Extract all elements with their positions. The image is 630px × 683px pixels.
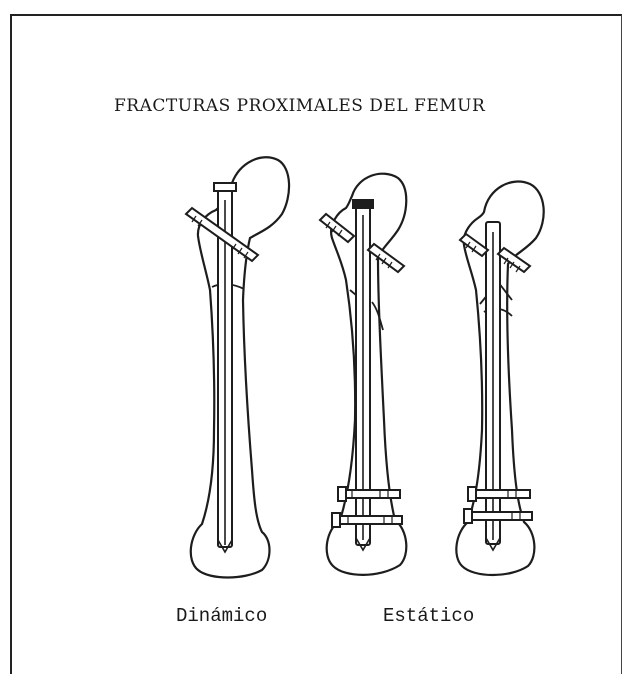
femur-dynamic (186, 157, 289, 577)
proximal-screw (320, 214, 354, 242)
distal-locking-screw (464, 509, 532, 523)
femur-static-2 (456, 182, 543, 575)
caption-dynamic: Dinámico (176, 605, 267, 627)
fracture-line (372, 302, 383, 330)
nail-cap (214, 183, 236, 191)
distal-locking-screw (468, 487, 530, 501)
femur-static-1 (320, 174, 406, 575)
proximal-screw (368, 244, 404, 272)
proximal-screw (498, 248, 530, 272)
distal-locking-screw (332, 513, 402, 527)
caption-static: Estático (383, 605, 474, 627)
distal-locking-screw (338, 487, 400, 501)
nail-cap (353, 200, 373, 208)
